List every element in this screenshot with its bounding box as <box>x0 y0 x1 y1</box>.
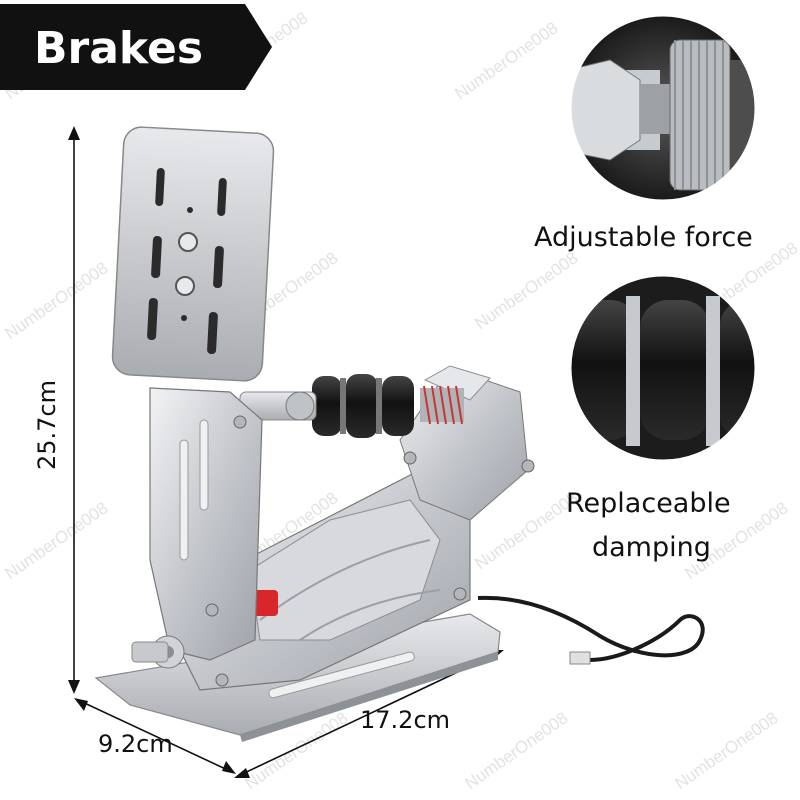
rubber-damper <box>312 374 414 438</box>
feature-label: Adjustable force <box>534 222 753 253</box>
watermark: NumberOne008 <box>1 498 111 583</box>
foot-plate <box>111 126 275 382</box>
feature-adjustable-force: Adjustable force <box>534 13 758 253</box>
depth-label: 9.2cm <box>98 730 173 758</box>
length-label: 17.2cm <box>360 706 450 734</box>
feature-label-line1: Replaceable <box>566 488 731 519</box>
height-label: 25.7cm <box>33 380 61 470</box>
title-text: Brakes <box>34 23 203 74</box>
brake-pedal <box>94 126 705 742</box>
watermark: NumberOne008 <box>451 18 561 103</box>
spring <box>420 385 464 425</box>
depth-dimension: 9.2cm <box>74 698 236 774</box>
height-dimension: 25.7cm <box>33 126 80 694</box>
watermark: NumberOne008 <box>461 708 571 793</box>
watermark: NumberOne008 <box>471 248 581 333</box>
watermark: NumberOne008 <box>1 258 111 343</box>
feature-replaceable-damping: Replaceable damping <box>566 273 758 563</box>
title-banner: Brakes <box>0 4 272 90</box>
watermark: NumberOne008 <box>671 708 781 793</box>
feature-label-line2: damping <box>592 532 711 563</box>
